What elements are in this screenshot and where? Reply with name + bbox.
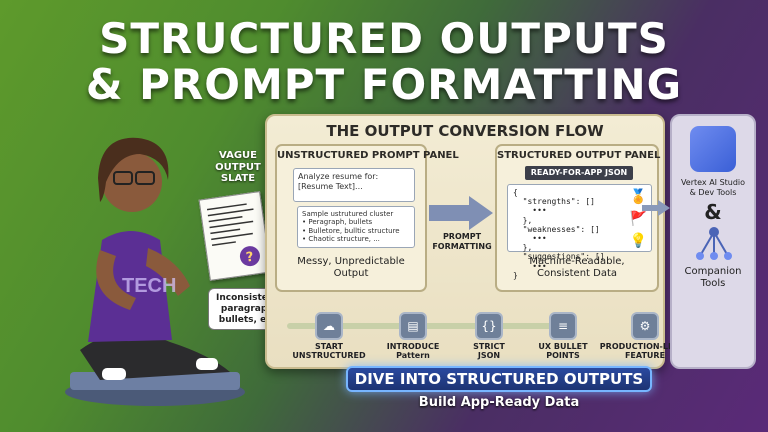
prompt-formatting-label: PROMPT FORMATTING (432, 232, 492, 251)
character-illustration: TECH (65, 137, 245, 406)
flow-step-label: PRODUCTION-LEVEL FEATURE (599, 342, 691, 361)
medal-icon: 🏅 (629, 189, 647, 205)
structured-heading: STRUCTURED OUTPUT PANEL (497, 150, 661, 161)
flow-line (287, 323, 577, 329)
network-icon (696, 227, 732, 260)
panel-heading: THE OUTPUT CONVERSION FLOW (326, 122, 604, 140)
flow-step-label: START UNSTRUCTURED (292, 342, 366, 361)
unstructured-heading: UNSTRUCTURED PROMPT PANEL (277, 150, 459, 161)
flag-icon: 🚩 (629, 211, 647, 228)
arrow-to-vertex-icon (642, 200, 670, 216)
vague-output-slate: ? (198, 191, 272, 281)
companion-tools: Companion Tools (684, 266, 742, 289)
vertex-panel: Vertex AI Studio & Dev Tools & Companion… (670, 114, 756, 369)
dive-in-button[interactable]: DIVE INTO STRUCTURED OUTPUTS (346, 366, 652, 392)
vague-output-label: VAGUE OUTPUT SLATE (215, 150, 261, 184)
structured-caption: Machine-Readable, Consistent Data (529, 256, 625, 279)
flow-step-label: INTRODUCE Pattern (386, 342, 440, 361)
json-box: { "strengths": [] ••• }, "weaknesses": [… (507, 184, 652, 280)
json-tag: READY-FOR-APP JSON (525, 166, 633, 180)
sample-card: Sample ustrutured cluster • Peragraph, b… (297, 206, 415, 248)
right-arrow-icon (429, 196, 493, 230)
document-icon: ▤ (399, 312, 427, 340)
lightbulb-icon: 💡 (629, 233, 647, 250)
gear-icon: ⚙ (631, 312, 659, 340)
structured-panel: STRUCTURED OUTPUT PANEL READY-FOR-APP JS… (495, 144, 661, 292)
cloud-icon: ☁ (315, 312, 343, 340)
unstructured-caption: Messy, Unpredictable Output (297, 256, 405, 279)
flow-step-label: UX BULLET POINTS (538, 342, 588, 361)
json-file-icon: {} (475, 312, 503, 340)
vertex-title: Vertex AI Studio & Dev Tools (680, 178, 746, 197)
svg-text:?: ? (245, 250, 255, 266)
shirt-text: TECH (122, 275, 176, 297)
cta-subtitle: Build App-Ready Data (418, 395, 580, 410)
ampersand: & (704, 200, 722, 224)
title-line-2: & PROMPT FORMATTING (85, 60, 683, 109)
vertex-ai-icon (690, 126, 736, 172)
title-line-1: STRUCTURED OUTPUTS (99, 14, 669, 63)
conversion-flow-panel: THE OUTPUT CONVERSION FLOW UNSTRUCTURED … (265, 114, 690, 369)
prompt-card: Analyze resume for: [Resume Text]... (293, 168, 415, 202)
unstructured-panel: UNSTRUCTURED PROMPT PANEL Analyze resume… (275, 144, 459, 292)
list-icon: ≡ (549, 312, 577, 340)
flow-step-label: STRICT JSON (473, 342, 505, 361)
